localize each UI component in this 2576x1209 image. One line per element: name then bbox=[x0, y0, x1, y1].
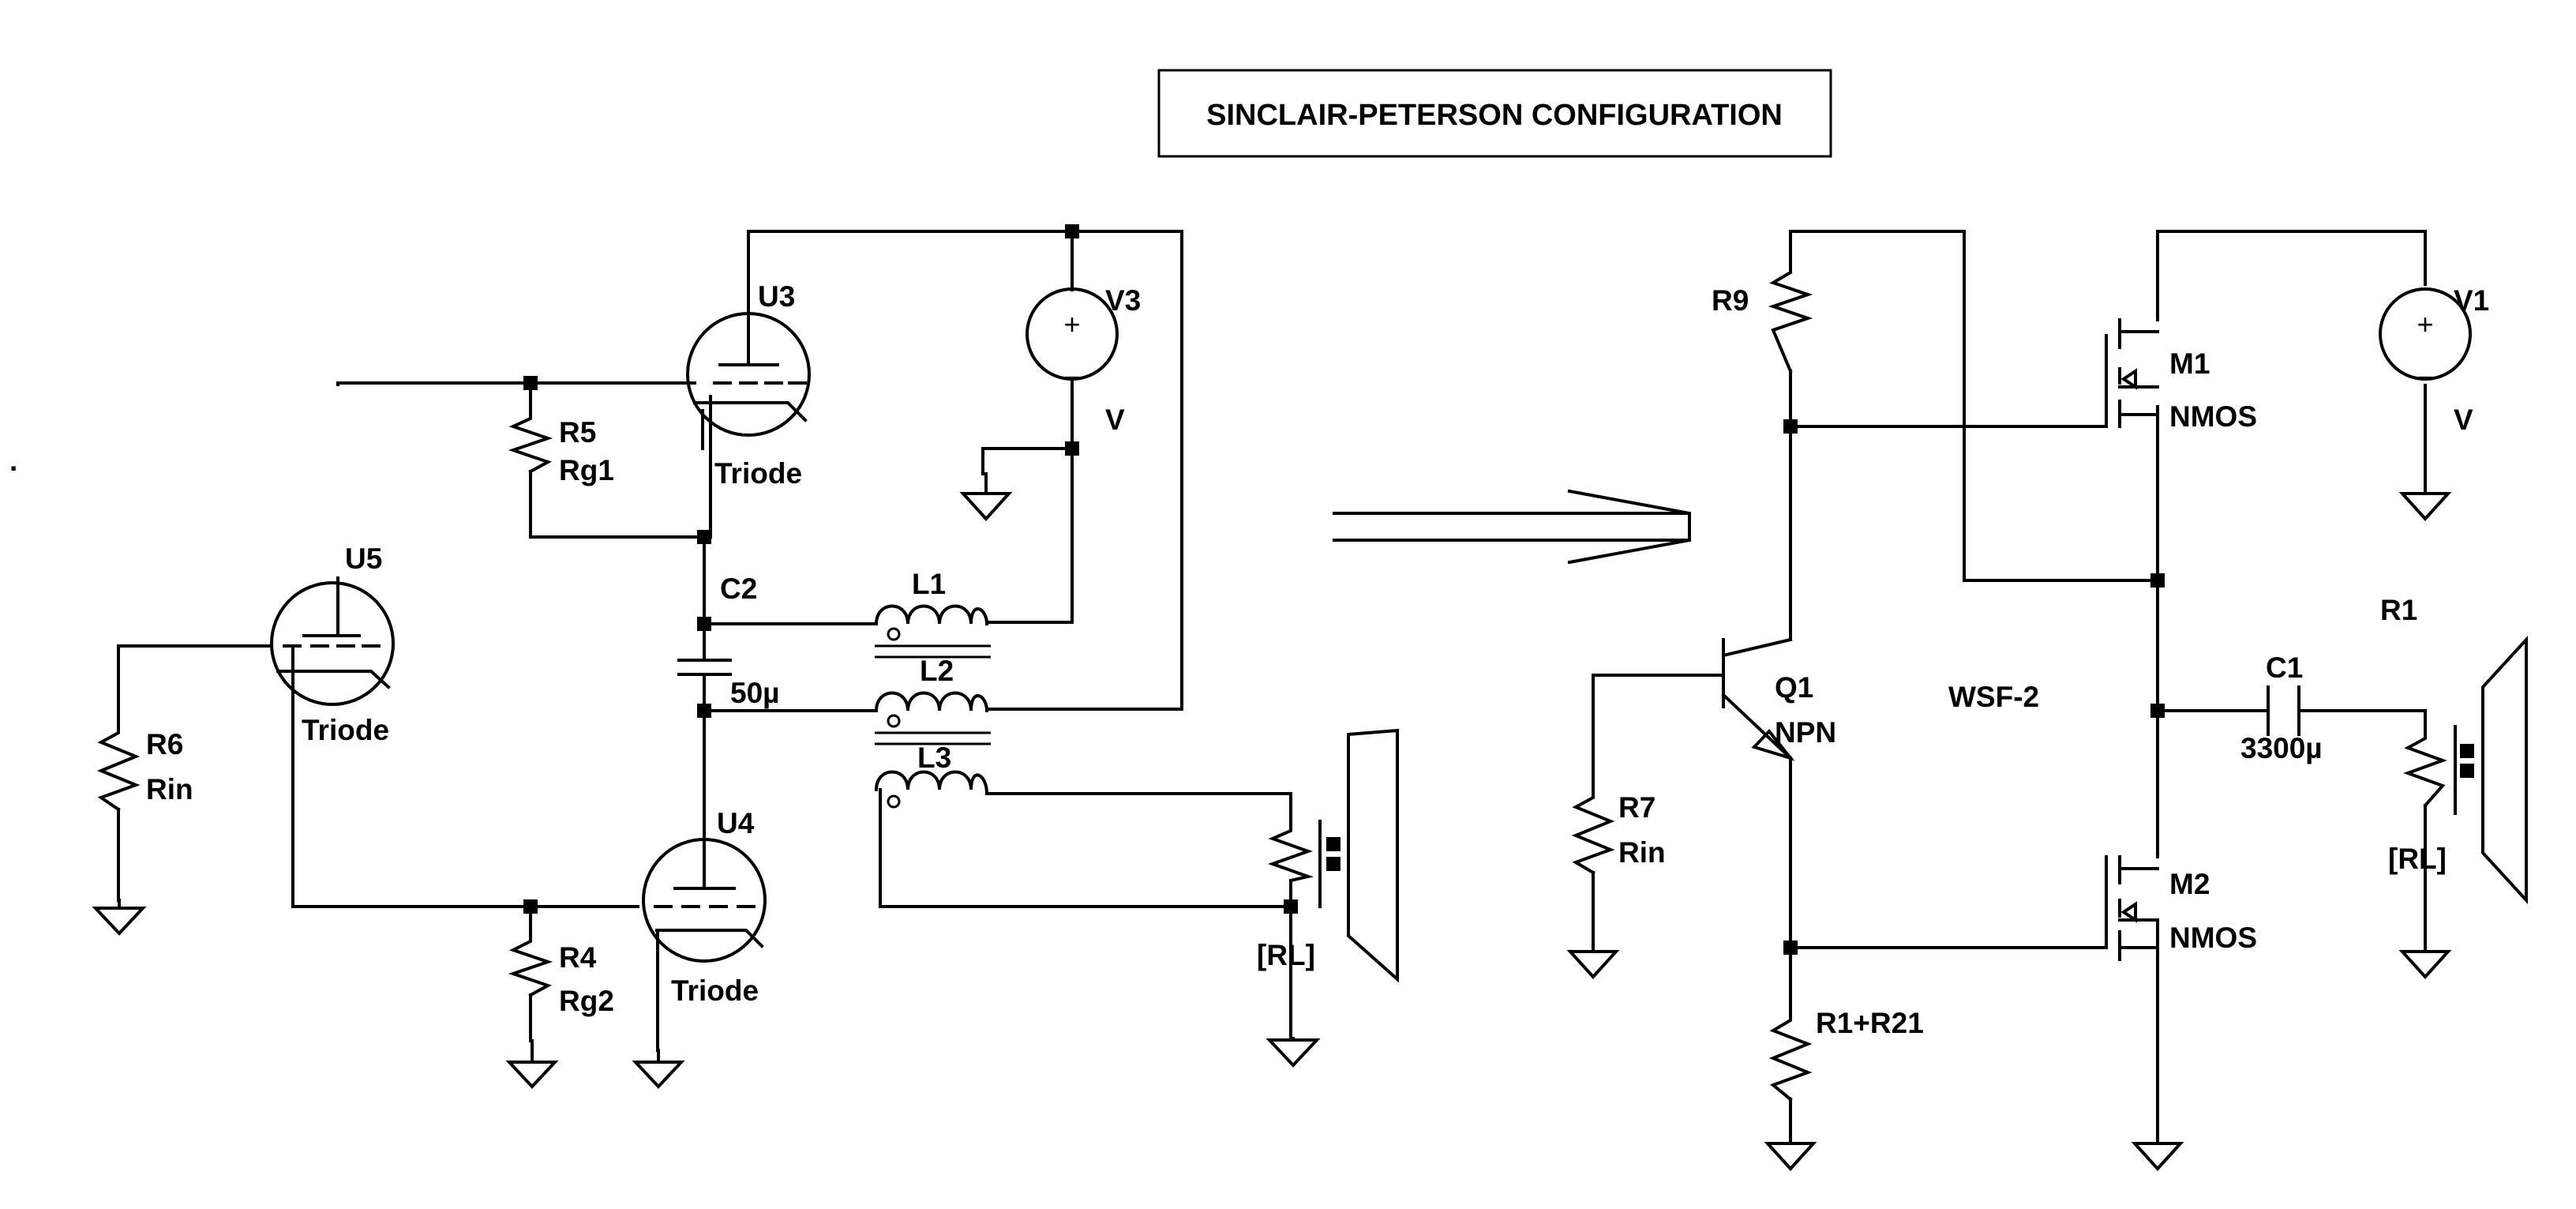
voltage-source-icon: + − bbox=[2379, 287, 2472, 393]
minus-sign: − bbox=[2417, 361, 2433, 393]
label-v3-value: V bbox=[1105, 404, 1125, 436]
wire bbox=[291, 644, 532, 908]
label-load-left: [RL] bbox=[1257, 939, 1315, 971]
label-u5-type: Triode bbox=[302, 714, 389, 746]
label-u4-type: Triode bbox=[671, 974, 759, 1007]
label-u5: U5 bbox=[345, 543, 382, 575]
label-r6: R6 bbox=[146, 728, 183, 760]
label-load-right: [RL] bbox=[2388, 843, 2447, 875]
ground-icon bbox=[959, 472, 1013, 521]
speaker-icon bbox=[1268, 728, 1399, 983]
wire bbox=[336, 381, 696, 386]
label-u4: U4 bbox=[717, 807, 755, 839]
ground-icon bbox=[92, 899, 147, 936]
speaker-icon bbox=[2403, 635, 2528, 905]
plus-sign: + bbox=[2417, 308, 2433, 340]
ground-icon bbox=[2131, 1142, 2184, 1171]
label-c1-value: 3300µ bbox=[2240, 732, 2323, 764]
label-r4-value: Rg2 bbox=[559, 985, 614, 1017]
label-c2: C2 bbox=[720, 573, 757, 605]
resistor-icon bbox=[1571, 784, 1615, 875]
label-m1-type: NMOS bbox=[2169, 400, 2257, 433]
ground-icon bbox=[1266, 1037, 1321, 1068]
label-q1: Q1 bbox=[1775, 671, 1813, 704]
npn-transistor-icon bbox=[1715, 637, 1795, 761]
transform-arrow-icon bbox=[1333, 489, 1691, 565]
wire bbox=[985, 447, 1074, 624]
stray-dot: . bbox=[9, 445, 17, 477]
wire bbox=[981, 447, 1074, 475]
ground-icon bbox=[2398, 950, 2452, 979]
capacitor-icon bbox=[677, 659, 732, 712]
resistor-icon bbox=[1768, 1008, 1813, 1102]
label-v1: V1 bbox=[2454, 284, 2489, 317]
wire bbox=[747, 230, 1183, 711]
wire bbox=[984, 377, 1074, 450]
wire bbox=[985, 792, 1292, 823]
resistor-icon bbox=[96, 717, 141, 812]
title-box: SINCLAIR-PETERSON CONFIGURATION bbox=[1157, 69, 1832, 158]
label-r4: R4 bbox=[559, 941, 597, 974]
ground-icon bbox=[632, 1049, 685, 1089]
label-l2: L2 bbox=[920, 655, 954, 687]
label-r6-value: Rin bbox=[146, 773, 193, 805]
wire bbox=[529, 470, 706, 539]
nmos-transistor-icon bbox=[2105, 318, 2159, 428]
resistor-icon bbox=[508, 404, 553, 474]
label-q1-type: NPN bbox=[1775, 716, 1836, 749]
label-l3: L3 bbox=[917, 742, 951, 774]
wire bbox=[1789, 230, 2159, 582]
nmos-transistor-icon bbox=[2105, 855, 2159, 961]
label-r7-value: Rin bbox=[1618, 836, 1666, 869]
label-v3: V3 bbox=[1105, 284, 1141, 317]
wire bbox=[2156, 230, 2427, 286]
transformer-icon bbox=[874, 604, 991, 809]
triode-tube-icon bbox=[686, 312, 811, 450]
label-r5: R5 bbox=[559, 416, 596, 449]
label-m1: M1 bbox=[2169, 347, 2210, 380]
left-circuit: + − U3 Triode U4 bbox=[92, 224, 1399, 1089]
label-r9: R9 bbox=[1712, 284, 1749, 317]
wire bbox=[1592, 674, 1719, 787]
label-c2-value: 50µ bbox=[730, 677, 779, 709]
resistor-icon bbox=[1768, 255, 1813, 374]
minus-sign: − bbox=[1063, 361, 1080, 393]
resistor-icon bbox=[508, 930, 553, 997]
triode-tube-icon bbox=[642, 822, 767, 963]
label-u3-type: Triode bbox=[714, 457, 802, 490]
ground-icon bbox=[505, 1039, 559, 1089]
wire bbox=[2297, 709, 2427, 728]
label-v1-value: V bbox=[2454, 404, 2473, 436]
wire bbox=[117, 644, 273, 720]
diagram-title: SINCLAIR-PETERSON CONFIGURATION bbox=[1206, 99, 1783, 132]
label-r7: R7 bbox=[1618, 791, 1655, 824]
ground-icon bbox=[1566, 950, 1620, 979]
voltage-source-icon: + − bbox=[1026, 287, 1119, 393]
ground-icon bbox=[1764, 1142, 1817, 1171]
label-m2: M2 bbox=[2169, 868, 2210, 900]
label-r1-r21: R1+R21 bbox=[1816, 1007, 1924, 1039]
right-circuit: + − R9 R7 Rin R1+R21 R1 Q1 NPN M1 NMOS M… bbox=[1566, 230, 2528, 1171]
triode-tube-icon bbox=[270, 576, 395, 706]
label-u3: U3 bbox=[758, 280, 795, 313]
wire bbox=[879, 788, 1296, 908]
plus-sign: + bbox=[1063, 308, 1080, 340]
capacitor-icon bbox=[2267, 685, 2300, 736]
ground-icon bbox=[2398, 492, 2452, 521]
label-wsf2: WSF-2 bbox=[1948, 681, 2039, 713]
label-l1: L1 bbox=[912, 568, 946, 600]
label-r5-value: Rg1 bbox=[559, 454, 614, 486]
label-r1: R1 bbox=[2380, 594, 2417, 626]
label-m2-type: NMOS bbox=[2169, 922, 2257, 954]
label-c1: C1 bbox=[2266, 651, 2303, 684]
